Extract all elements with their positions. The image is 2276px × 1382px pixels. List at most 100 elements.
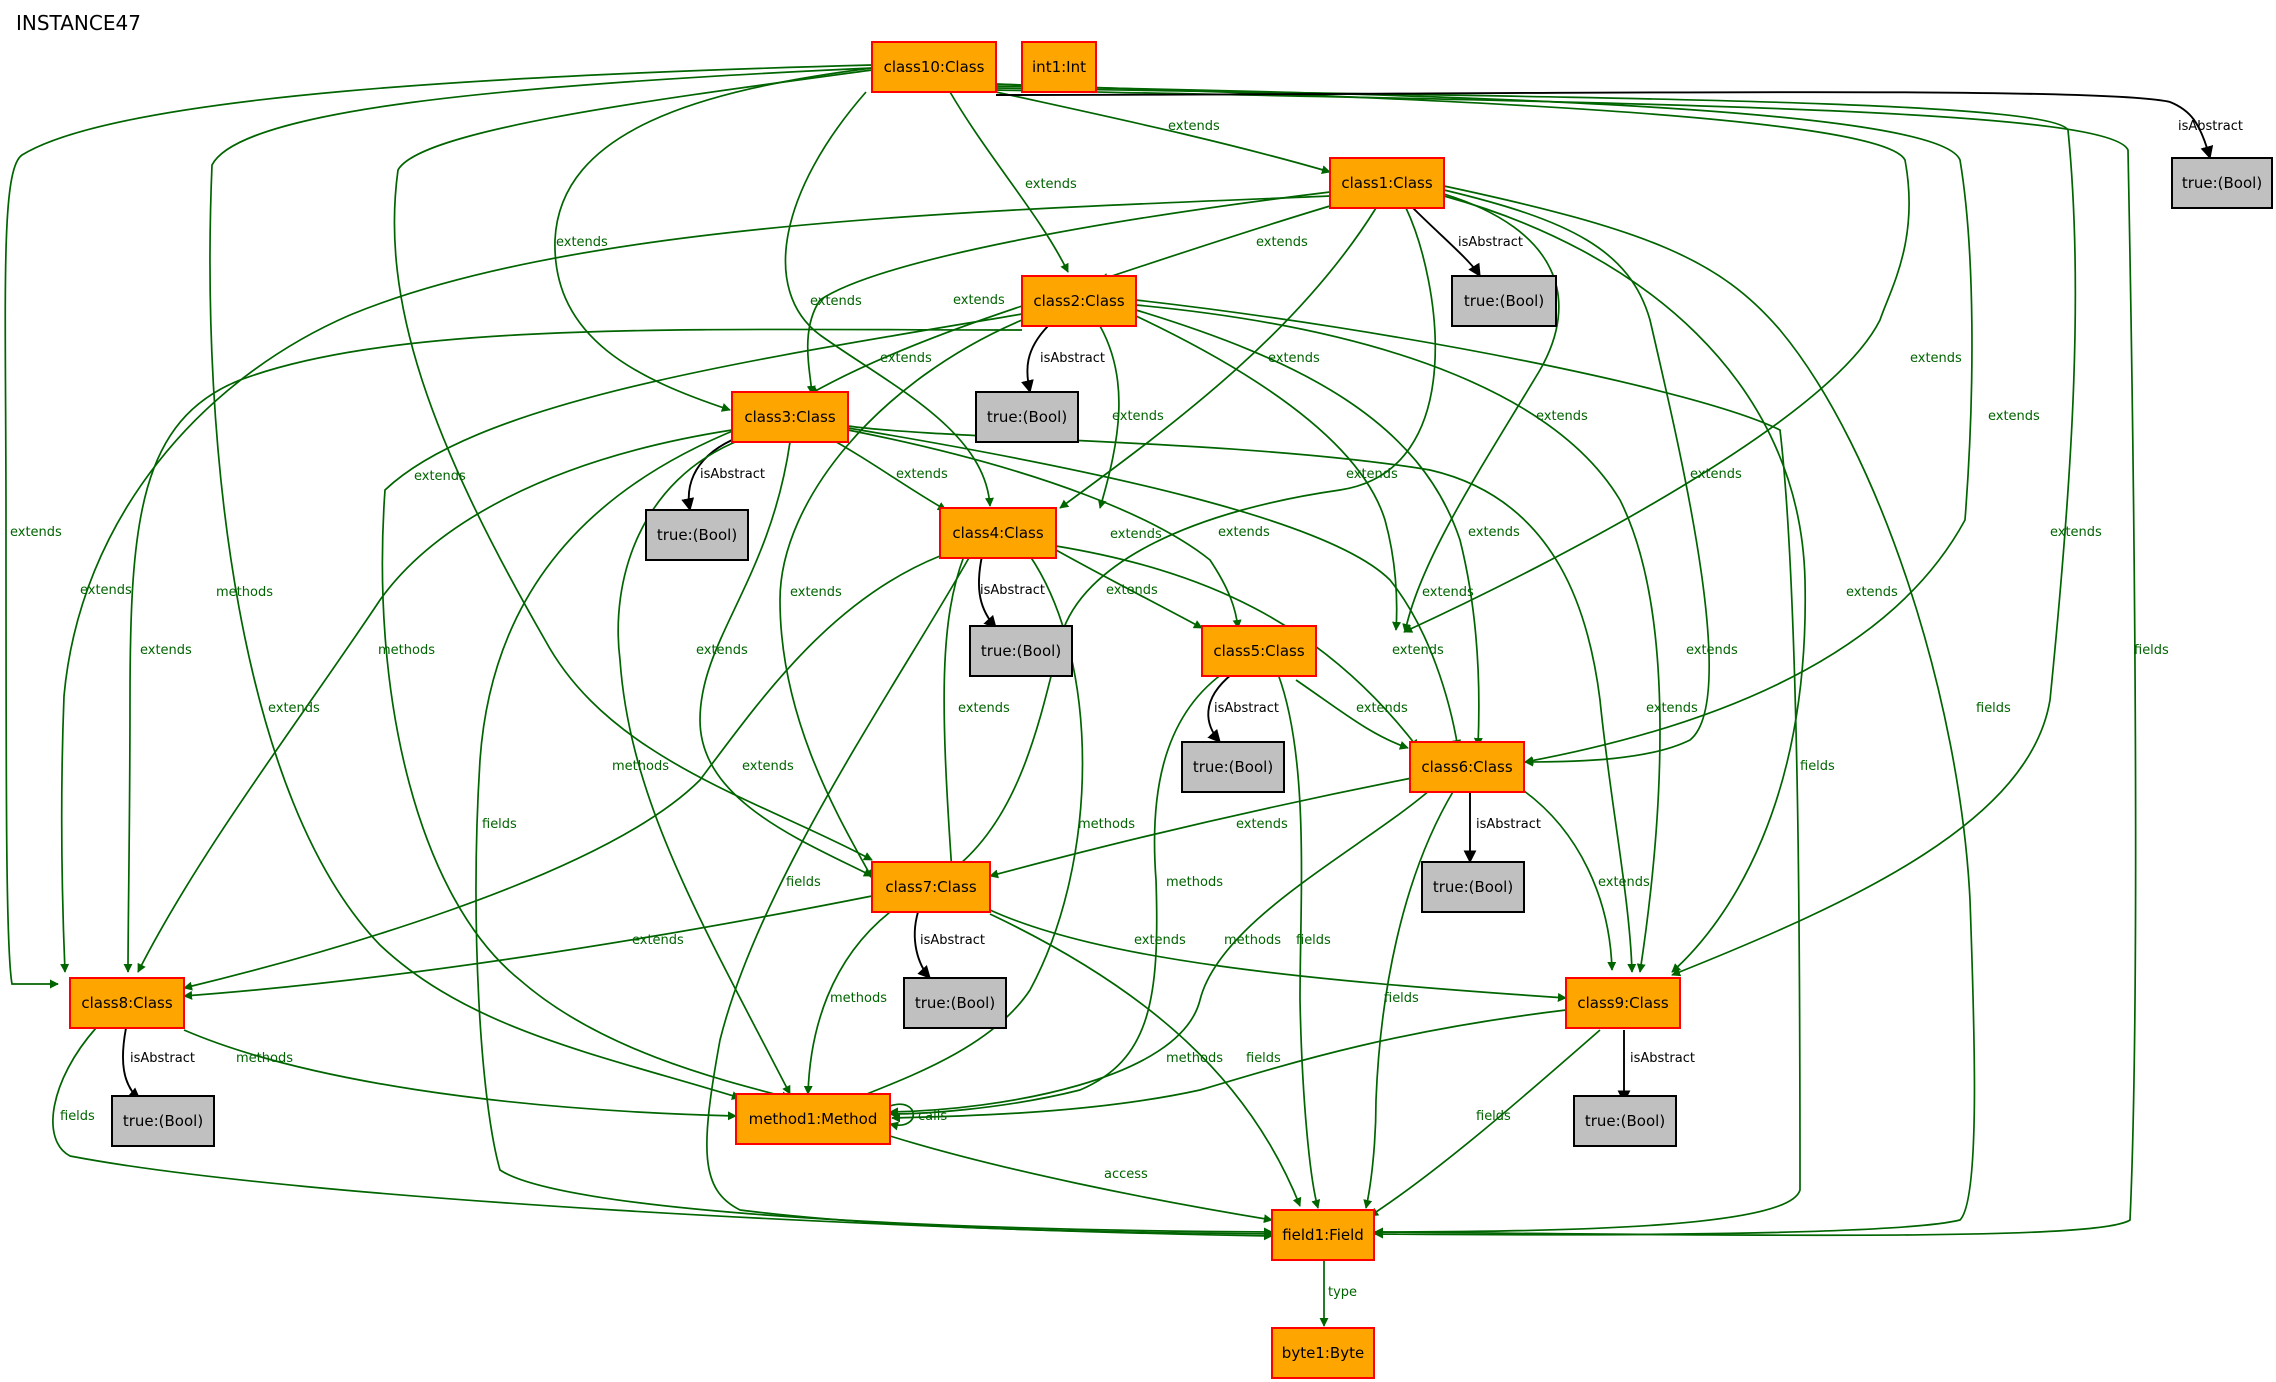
edge-label: isAbstract bbox=[700, 467, 765, 482]
node-class2[interactable]: class2:Class bbox=[1021, 275, 1137, 327]
node-int1[interactable]: int1:Int bbox=[1021, 41, 1097, 93]
edge-class10-class5-extends: extends bbox=[995, 83, 1962, 633]
node-class10[interactable]: class10:Class bbox=[871, 41, 997, 93]
edge-class6-method1-methods: methods bbox=[889, 789, 1431, 1117]
edge-class3-class8-extends: extends bbox=[137, 429, 733, 973]
node-label: class1:Class bbox=[1341, 174, 1432, 192]
node-bool-class1[interactable]: true:(Bool) bbox=[1451, 275, 1557, 327]
node-class9[interactable]: class9:Class bbox=[1565, 977, 1681, 1029]
edge-label: extends bbox=[1168, 119, 1220, 134]
edge-class2-class7-extends: extends bbox=[779, 319, 1023, 879]
edge-class1-field1-fields: fields bbox=[1374, 185, 2011, 1239]
edge-label: extends bbox=[268, 701, 320, 716]
edge-label: methods bbox=[1166, 875, 1223, 890]
edge-label: extends bbox=[1646, 701, 1698, 716]
node-class3[interactable]: class3:Class bbox=[731, 391, 849, 443]
edge-class2-method1-methods: methods bbox=[378, 313, 1023, 1101]
node-label: class3:Class bbox=[744, 408, 835, 426]
edge-label: isAbstract bbox=[920, 933, 985, 948]
node-field1[interactable]: field1:Field bbox=[1271, 1209, 1375, 1261]
node-byte1[interactable]: byte1:Byte bbox=[1271, 1327, 1375, 1379]
edge-class7-bool-isAbstract: isAbstract bbox=[913, 911, 985, 979]
edge-label: extends bbox=[958, 701, 1010, 716]
edge-class5-class6-extends: extends bbox=[1295, 679, 1409, 750]
edge-class9-bool-isAbstract: isAbstract bbox=[1617, 1030, 1695, 1104]
edge-class2-class8-extends: extends bbox=[123, 328, 1023, 973]
edge-class10-field1-fields: fields bbox=[995, 89, 2169, 1237]
edge-label: methods bbox=[1166, 1051, 1223, 1066]
edge-label: extends bbox=[1106, 583, 1158, 598]
edge-label: extends bbox=[1356, 701, 1408, 716]
edge-label: isAbstract bbox=[1630, 1051, 1695, 1066]
node-class5[interactable]: class5:Class bbox=[1201, 625, 1317, 677]
node-class1[interactable]: class1:Class bbox=[1329, 157, 1445, 209]
edge-label: extends bbox=[1256, 235, 1308, 250]
edge-class10-class2-extends: extends bbox=[949, 91, 1077, 273]
node-bool-class9[interactable]: true:(Bool) bbox=[1573, 1095, 1677, 1147]
edge-label: extends bbox=[80, 583, 132, 598]
edge-class10-class7-extends: extends bbox=[393, 69, 873, 861]
edge-class2-class9-extends: extends bbox=[1135, 304, 1738, 973]
edge-label: fields bbox=[482, 817, 517, 832]
edge-class4-bool-isAbstract: isAbstract bbox=[978, 555, 1045, 629]
node-class7[interactable]: class7:Class bbox=[871, 861, 991, 913]
edge-label: extends bbox=[696, 643, 748, 658]
edge-label: fields bbox=[1246, 1051, 1281, 1066]
edge-label: extends bbox=[742, 759, 794, 774]
edge-label: extends bbox=[880, 351, 932, 366]
edge-label: extends bbox=[896, 467, 948, 482]
node-class8[interactable]: class8:Class bbox=[69, 977, 185, 1029]
edge-label: extends bbox=[1846, 585, 1898, 600]
edge-label: access bbox=[1104, 1167, 1148, 1182]
node-bool-class5[interactable]: true:(Bool) bbox=[1181, 741, 1285, 793]
node-label: true:(Bool) bbox=[1464, 292, 1544, 310]
edge-label: fields bbox=[1476, 1109, 1511, 1124]
edge-class1-class7-extends: extends bbox=[949, 207, 1437, 873]
node-bool-class6[interactable]: true:(Bool) bbox=[1421, 861, 1525, 913]
edge-label: isAbstract bbox=[1040, 351, 1105, 366]
node-label: int1:Int bbox=[1032, 58, 1086, 76]
edge-label: extends bbox=[1218, 525, 1270, 540]
edge-label: extends bbox=[632, 933, 684, 948]
edge-class3-class7-extends: extends bbox=[696, 441, 873, 877]
edge-class2-class3-extends: extends bbox=[809, 305, 1023, 395]
edge-label: fields bbox=[60, 1109, 95, 1124]
node-bool-class8[interactable]: true:(Bool) bbox=[111, 1095, 215, 1147]
node-label: true:(Bool) bbox=[1433, 878, 1513, 896]
edge-class7-field1-fields: fields bbox=[989, 913, 1302, 1207]
node-label: class8:Class bbox=[81, 994, 172, 1012]
edge-label: extends bbox=[10, 525, 62, 540]
edge-label: extends bbox=[1536, 409, 1588, 424]
edge-class1-bool-isAbstract: isAbstract bbox=[1412, 207, 1523, 278]
node-label: class2:Class bbox=[1033, 292, 1124, 310]
edge-label: extends bbox=[556, 235, 608, 250]
node-bool-class4[interactable]: true:(Bool) bbox=[969, 625, 1073, 677]
edge-label: fields bbox=[1976, 701, 2011, 716]
edge-class2-class6-extends: extends bbox=[1135, 309, 1520, 747]
edge-class10-class8-extends: extends bbox=[4, 64, 873, 989]
edge-label: methods bbox=[1224, 933, 1281, 948]
edge-class10-class3-extends: extends bbox=[554, 67, 873, 412]
edge-label: isAbstract bbox=[1458, 235, 1523, 250]
edge-label: extends bbox=[414, 469, 466, 484]
nodes: class10:Class int1:Int true:(Bool) class… bbox=[69, 41, 2273, 1379]
edge-label: extends bbox=[1422, 585, 1474, 600]
node-class6[interactable]: class6:Class bbox=[1409, 741, 1525, 793]
edge-class7-class8-extends: extends bbox=[183, 895, 873, 1000]
node-label: byte1:Byte bbox=[1282, 1344, 1364, 1362]
node-bool-class7[interactable]: true:(Bool) bbox=[903, 977, 1007, 1029]
node-label: class10:Class bbox=[884, 58, 985, 76]
edge-label: extends bbox=[1392, 643, 1444, 658]
node-bool-class10[interactable]: true:(Bool) bbox=[2171, 157, 2273, 209]
node-bool-class3[interactable]: true:(Bool) bbox=[645, 509, 749, 561]
node-class4[interactable]: class4:Class bbox=[939, 507, 1057, 559]
edge-label: extends bbox=[2050, 525, 2102, 540]
diagram-title: INSTANCE47 bbox=[16, 11, 141, 35]
node-bool-class2[interactable]: true:(Bool) bbox=[975, 391, 1079, 443]
edge-class6-class9-extends: extends bbox=[1519, 787, 1650, 971]
edge-class10-bool-isAbstract: isAbstract bbox=[995, 91, 2243, 160]
node-label: true:(Bool) bbox=[657, 526, 737, 544]
node-method1[interactable]: method1:Method bbox=[735, 1093, 891, 1145]
edge-class2-bool-isAbstract: isAbstract bbox=[1021, 325, 1105, 394]
